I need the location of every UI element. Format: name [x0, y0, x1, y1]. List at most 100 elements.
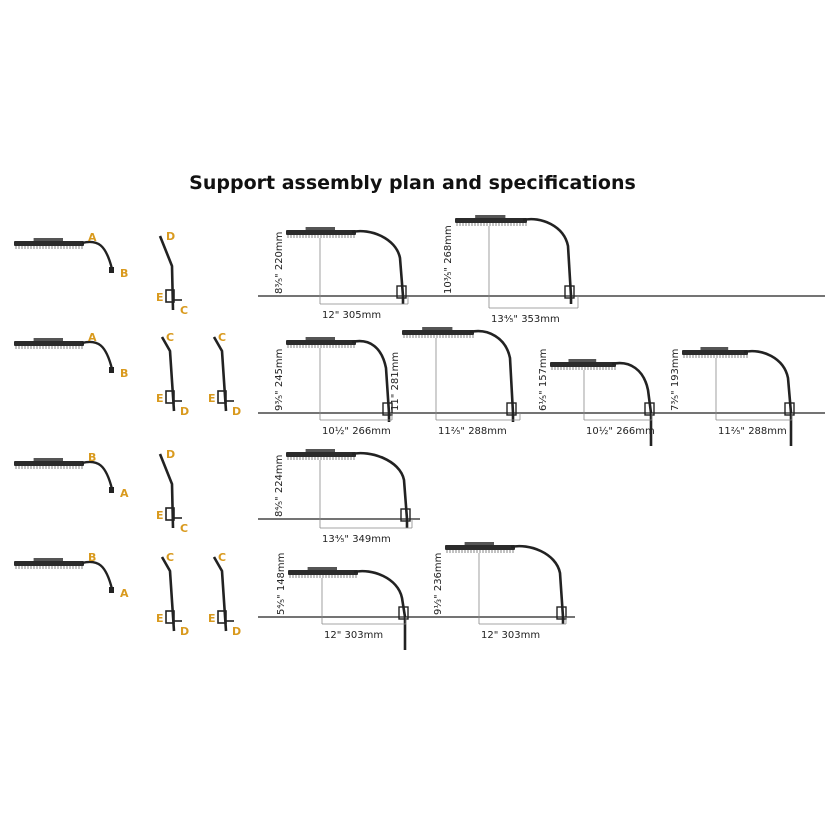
height-label: 7⅗" 193mm — [670, 349, 681, 411]
post-label-top: C — [218, 551, 226, 564]
assembled-clamp — [644, 402, 655, 416]
post-part: DEC — [156, 448, 188, 535]
panel-top — [33, 558, 63, 561]
arm-end-cap — [109, 587, 114, 593]
assembly-config: 5⅘" 148mm 12" 303mm — [276, 553, 409, 650]
light-panel — [286, 452, 356, 457]
arm-label-end: A — [120, 487, 129, 500]
assembled-clamp — [396, 285, 407, 299]
post-tube — [160, 556, 176, 632]
arm-tube — [81, 240, 114, 270]
height-label: 11" 281mm — [390, 352, 401, 411]
arm-end-cap — [109, 267, 114, 273]
assembled-arm — [353, 569, 407, 618]
assembled-arm — [522, 217, 573, 297]
assembled-arm — [351, 451, 409, 520]
post-tube — [212, 336, 228, 412]
light-panel — [286, 340, 356, 345]
reach-label: 11⅖" 288mm — [438, 426, 507, 437]
arm-part: BA — [14, 551, 129, 600]
arm-part: AB — [14, 231, 128, 280]
post-label-top: C — [166, 551, 174, 564]
reach-label: 12" 305mm — [322, 310, 381, 321]
panel-top — [33, 238, 63, 241]
post-part: CED — [208, 551, 241, 638]
post-tube — [212, 556, 228, 632]
arm-end-cap — [109, 487, 114, 493]
diagram-title: Support assembly plan and specifications — [189, 172, 636, 194]
post-tube — [158, 235, 175, 311]
panel-top — [307, 567, 337, 570]
height-label: 8⅘" 224mm — [274, 455, 285, 517]
panel-top — [33, 338, 63, 341]
light-panel — [455, 218, 527, 223]
post-label-foot: D — [232, 625, 241, 638]
assembly-config: 7⅗" 193mm 11⅖" 288mm — [670, 347, 795, 446]
assembly-config: 8⅘" 224mm 13⅘" 349mm — [274, 449, 413, 545]
post-label-top: D — [166, 230, 175, 243]
height-label: 9⅓" 236mm — [433, 553, 444, 615]
light-panel — [14, 461, 84, 466]
panel-top — [305, 227, 335, 230]
post-clamp — [165, 289, 175, 303]
height-label: 9⅗" 245mm — [274, 349, 285, 411]
assembled-arm — [469, 329, 515, 414]
arm-label-start: A — [88, 331, 97, 344]
arm-label-end: B — [120, 267, 128, 280]
height-label: 5⅘" 148mm — [276, 553, 287, 615]
assembled-arm — [510, 544, 565, 618]
panel-top — [422, 327, 453, 330]
post-label-foot: C — [180, 522, 188, 535]
reach-label: 12" 303mm — [324, 630, 383, 641]
assembled-clamp — [382, 402, 393, 416]
arm-label-start: B — [88, 451, 96, 464]
post-part: D E C — [156, 230, 188, 317]
post-label-top: C — [218, 331, 226, 344]
post-clamp — [165, 507, 175, 521]
arm-tube — [81, 340, 114, 370]
height-label: 6⅕" 157mm — [538, 349, 549, 411]
assembled-clamp — [556, 606, 567, 620]
panel-top — [700, 347, 729, 350]
light-panel — [14, 341, 84, 346]
post-label-foot: C — [180, 304, 188, 317]
assembly-config: 9⅓" 236mm 12" 303mm — [433, 542, 567, 641]
post-clamp — [165, 390, 175, 404]
arm-tube — [81, 460, 114, 490]
post-clamp — [217, 390, 227, 404]
light-panel — [445, 545, 515, 550]
assembled-clamp — [564, 285, 575, 299]
height-label: 10⅗" 268mm — [443, 225, 454, 294]
post-label-foot: D — [232, 405, 241, 418]
assembled-clamp — [784, 402, 795, 416]
panel-top — [568, 359, 597, 362]
reach-label: 11⅖" 288mm — [718, 426, 787, 437]
post-label-e: E — [156, 291, 164, 304]
arm-label-start: B — [88, 551, 96, 564]
post-label-e: E — [208, 392, 216, 405]
post-part: C E D — [208, 331, 241, 418]
post-tube — [158, 453, 175, 529]
assembled-arm — [743, 349, 793, 414]
light-panel — [288, 570, 358, 575]
light-panel — [286, 230, 356, 235]
post-label-e: E — [156, 612, 164, 625]
reach-label: 12" 303mm — [481, 630, 540, 641]
light-panel — [550, 362, 616, 367]
light-panel — [14, 241, 84, 246]
post-clamp — [165, 610, 175, 624]
arm-tube — [81, 560, 114, 590]
arm-part: BA — [14, 451, 129, 500]
post-label-e: E — [156, 509, 164, 522]
light-panel — [402, 330, 474, 335]
post-label-foot: D — [180, 625, 189, 638]
post-label-foot: D — [180, 405, 189, 418]
arm-end-cap — [109, 367, 114, 373]
reach-label: 13⅘" 349mm — [322, 534, 391, 545]
assembled-arm — [611, 361, 653, 414]
